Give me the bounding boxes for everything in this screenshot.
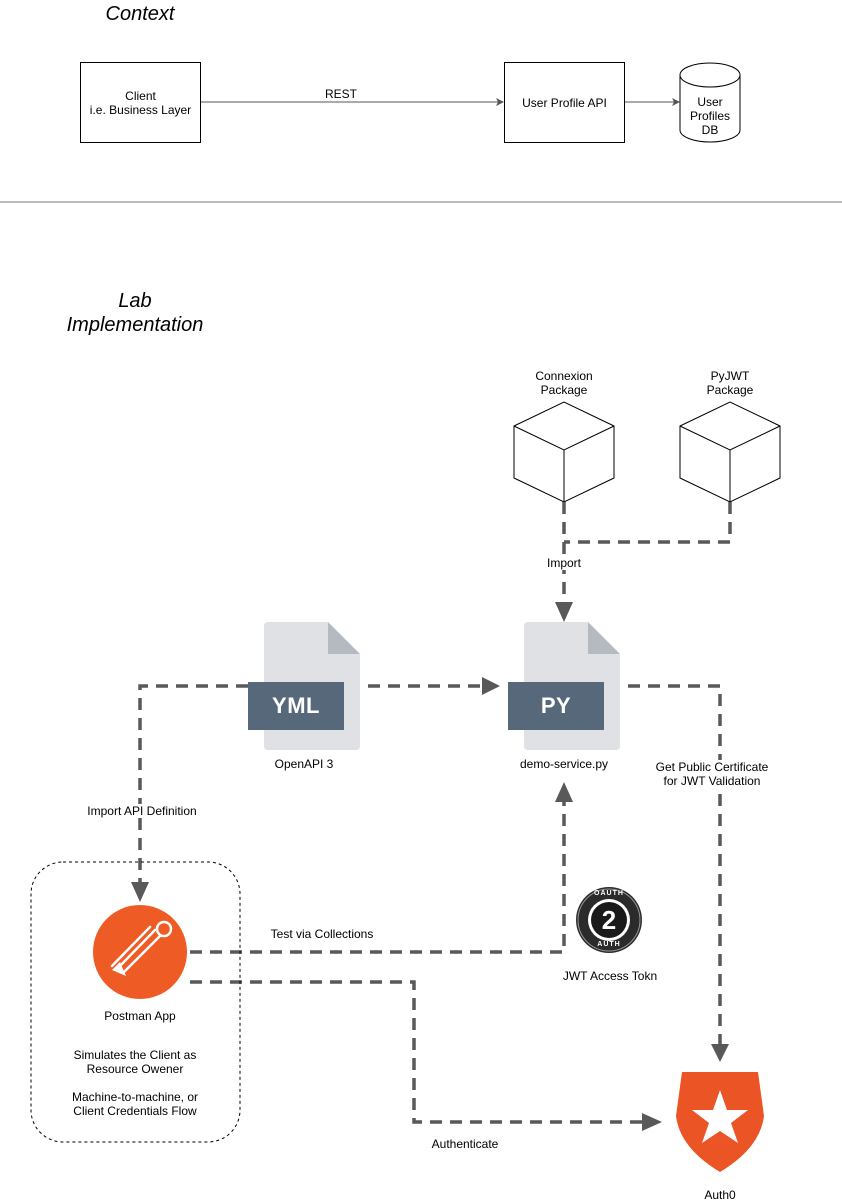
postman-group-container: [30, 861, 241, 1143]
py-badge: PY: [508, 682, 604, 730]
client-sublabel: i.e. Business Layer: [89, 102, 192, 117]
test-arrowhead: [555, 782, 573, 802]
jwt-access-token-label: JWT Access Tokn: [562, 969, 658, 983]
oauth2-badge-icon: [576, 887, 642, 953]
connexion-package-label: Connexion Package: [514, 369, 614, 397]
client-box: Client i.e. Business Layer: [80, 62, 201, 143]
public-cert-label: Get Public Certificate for JWT Validatio…: [644, 760, 780, 788]
pyjwt-label-line1: PyJWT: [710, 369, 750, 383]
m2m-line2: Client Credentials Flow: [73, 1104, 197, 1118]
authenticate-label: Authenticate: [431, 1137, 499, 1151]
yml-caption: OpenAPI 3: [274, 757, 334, 771]
connexion-label-line2: Package: [540, 383, 588, 397]
import-api-definition-label: Import API Definition: [82, 804, 202, 818]
simulates-client-label: Simulates the Client as Resource Owener: [45, 1048, 225, 1076]
client-label: Client: [125, 88, 156, 103]
database-label-line3: DB: [701, 123, 719, 137]
database-label: User Profiles DB: [680, 95, 740, 137]
database-label-line2: Profiles: [689, 109, 730, 123]
database-icon: [679, 62, 741, 143]
oauth-bottom-text: AUTH: [597, 941, 621, 948]
lab-heading-line1: Lab: [118, 290, 152, 312]
lab-heading-line2: Implementation: [66, 314, 204, 336]
simulates-line1: Simulates the Client as: [73, 1048, 197, 1062]
user-profile-api-box: User Profile API: [504, 62, 625, 143]
connector-arrowheads: [131, 602, 729, 1131]
import-api-connector: [138, 684, 248, 882]
test-connector: [190, 800, 566, 954]
import-arrowhead: [555, 602, 573, 622]
rest-label: REST: [324, 87, 357, 101]
m2m-line1: Machine-to-machine, or: [71, 1090, 199, 1104]
py-caption: demo-service.py: [519, 757, 609, 771]
simulates-line2: Resource Owener: [86, 1062, 184, 1076]
pyjwt-label-line2: Package: [706, 383, 754, 397]
user-profile-api-label: User Profile API: [522, 95, 607, 110]
auth0-logo-icon: [676, 1072, 764, 1172]
auth0-label: Auth0: [704, 1188, 736, 1202]
pyjwt-connector: [564, 502, 732, 544]
cert-arrowhead: [711, 1044, 729, 1062]
oauth-badge-text: OAUTH 2 AUTH: [576, 887, 642, 953]
pyjwt-package-label: PyJWT Package: [680, 369, 780, 397]
test-via-collections-label: Test via Collections: [270, 927, 374, 941]
oauth-top-text: OAUTH: [594, 890, 624, 897]
database-label-line1: User: [697, 95, 723, 109]
context-heading: Context: [105, 3, 175, 25]
authenticate-connector: [190, 980, 644, 1124]
authenticate-arrowhead: [642, 1113, 662, 1131]
import-api-arrowhead: [131, 882, 149, 902]
oauth-number: 2: [601, 905, 617, 935]
postman-app-label: Postman App: [104, 1009, 176, 1023]
pyjwt-package-icon: [679, 401, 781, 503]
import-label: Import: [534, 556, 594, 570]
yml-to-py-arrowhead: [482, 677, 500, 695]
connexion-package-icon: [513, 401, 615, 503]
public-cert-line2: for JWT Validation: [663, 774, 761, 788]
cert-connector: [628, 684, 722, 1046]
lab-heading: Lab Implementation: [50, 289, 220, 337]
postman-logo-icon: [93, 905, 187, 999]
public-cert-line1: Get Public Certificate: [655, 760, 769, 774]
connexion-label-line1: Connexion: [535, 369, 593, 383]
client-credentials-label: Machine-to-machine, or Client Credential…: [45, 1090, 225, 1118]
yml-badge: YML: [248, 682, 344, 730]
